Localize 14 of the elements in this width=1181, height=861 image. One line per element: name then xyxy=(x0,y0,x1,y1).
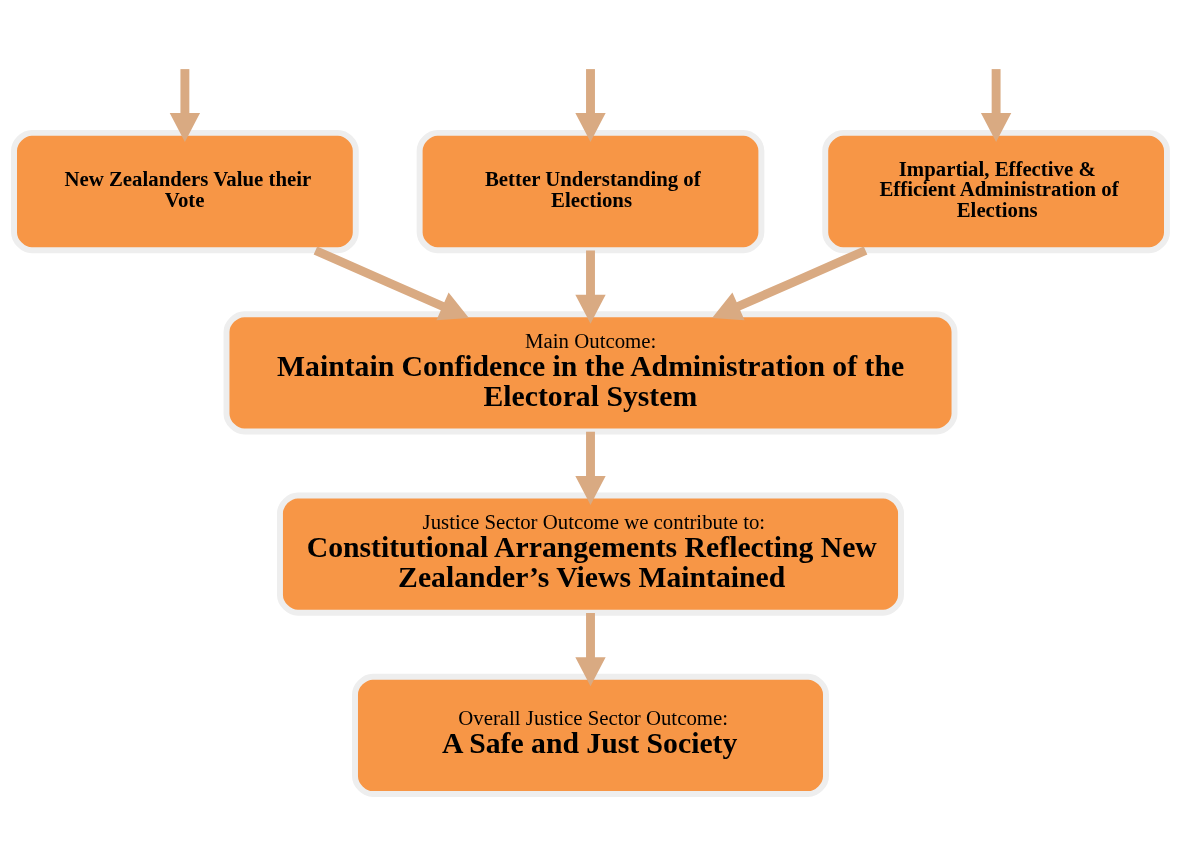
node-box: New Zealanders Value their Vote xyxy=(11,129,359,253)
arrow xyxy=(575,612,606,686)
arrow xyxy=(575,68,606,142)
node-box: Justice Sector Outcome we contribute to: Constitutional Arrangements Reflecting New Zealander’s Views Maintained xyxy=(277,491,904,616)
arrow xyxy=(313,245,469,320)
node-box: Better Understanding of Elections xyxy=(416,129,765,253)
arrow xyxy=(169,68,201,142)
arrow xyxy=(980,68,1012,142)
arrow xyxy=(575,249,606,324)
arrow xyxy=(575,431,606,505)
node-box: Impartial, Effective & Efficient Administration of Elections xyxy=(822,129,1170,253)
node-box: Overall Justice Sector Outcome: A Safe and Just Society xyxy=(352,673,829,797)
arrow xyxy=(712,245,868,320)
node-box: Main Outcome: Maintain Confidence in the Administration of the Electoral System xyxy=(223,310,958,434)
